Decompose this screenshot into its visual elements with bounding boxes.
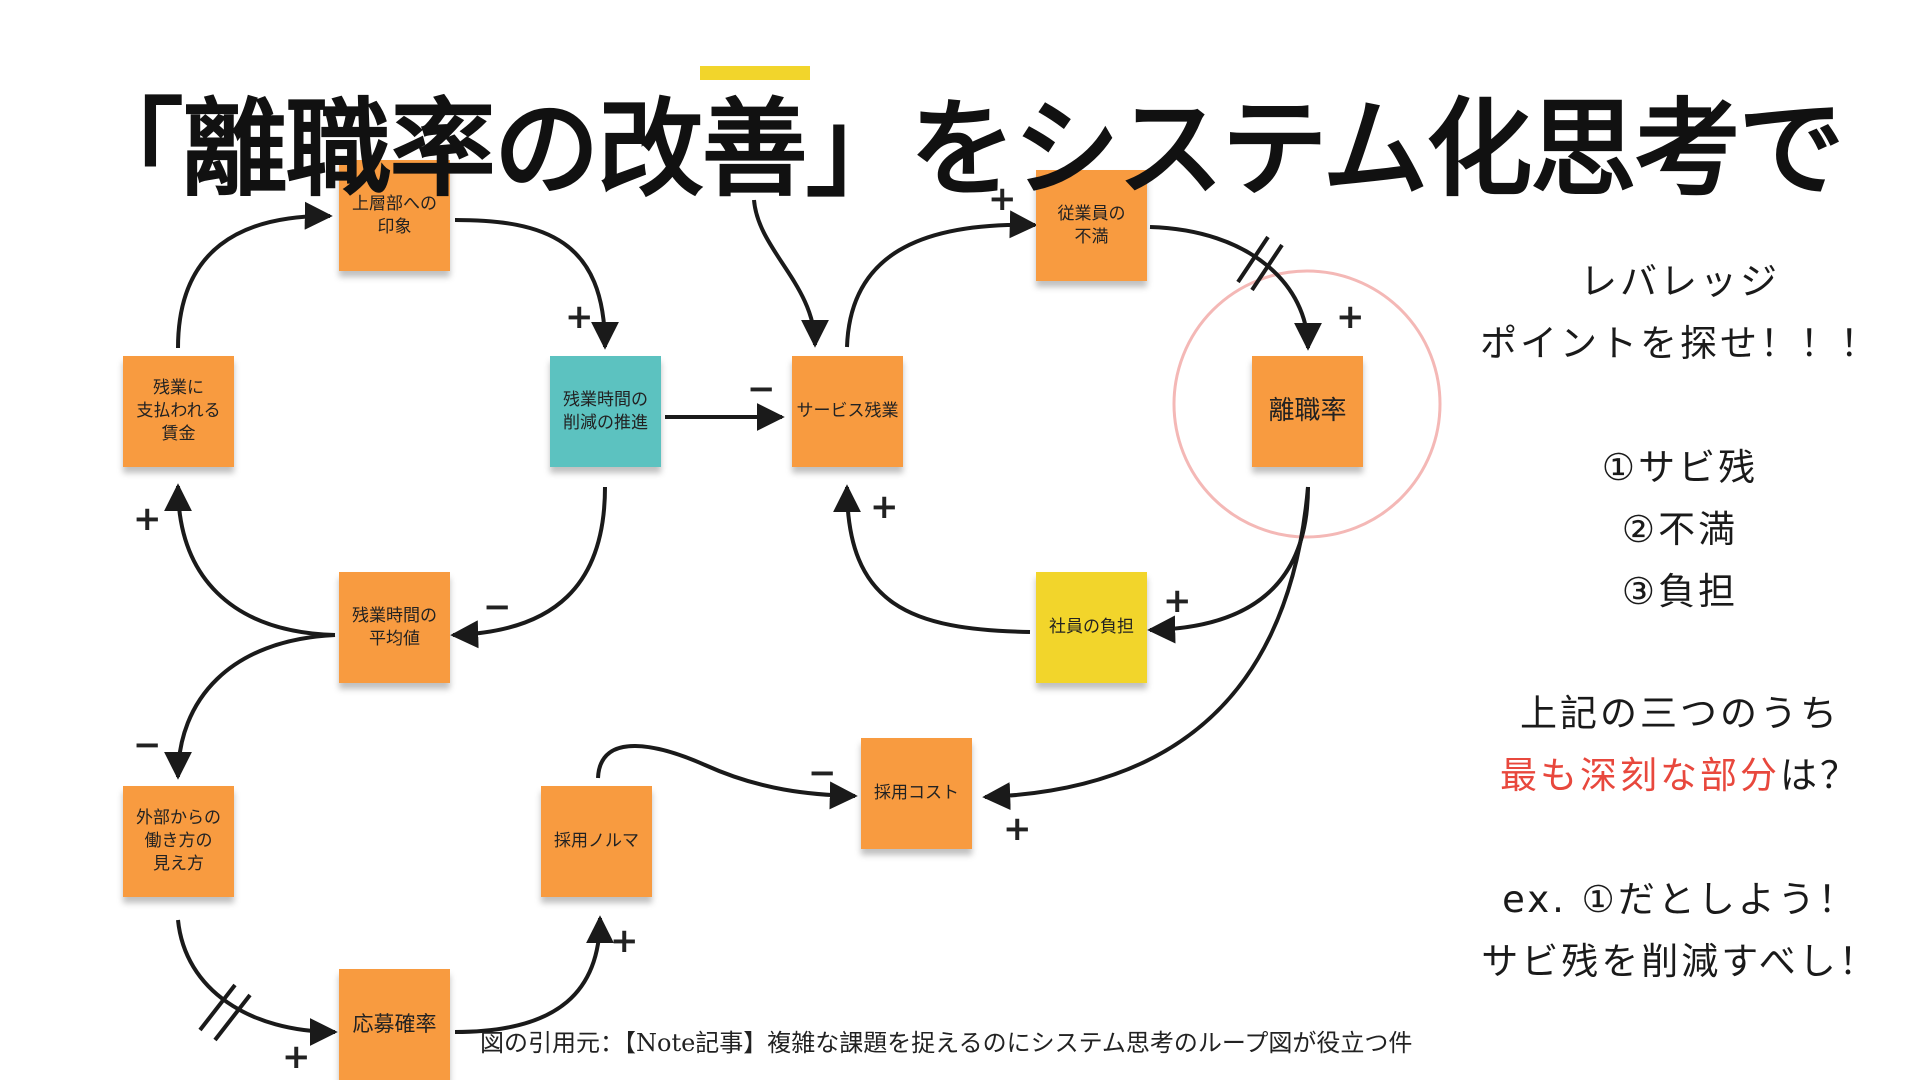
side-question-rest: は？	[1780, 754, 1860, 797]
arrow-burden-to-service	[833, 484, 1031, 634]
polarity-sign: −	[747, 369, 776, 409]
note-upper-impression: 上層部への 印象	[339, 160, 450, 271]
side-text-leverage: レバレッジ	[1580, 260, 1780, 303]
polarity-sign: −	[808, 753, 837, 793]
polarity-sign: +	[565, 297, 594, 337]
arrow-average-to-external	[164, 633, 336, 780]
arrow-quota-to-cost	[596, 744, 858, 810]
arrow-dissatisfaction-to-turnover	[1149, 225, 1322, 351]
note-employee-dissatisfaction: 従業員の 不満	[1036, 170, 1147, 281]
source-caption: 図の引用元：【Note記事】複雑な課題を捉えるのにシステム思考のループ図が役立つ…	[480, 1029, 1413, 1057]
polarity-sign: +	[282, 1037, 311, 1077]
polarity-sign: +	[1336, 297, 1365, 337]
polarity-sign: −	[133, 725, 162, 765]
side-example-2: サビ残を削減すべし！	[1481, 940, 1879, 983]
arrow-application-to-quota	[454, 915, 614, 1034]
polarity-sign: +	[870, 487, 899, 527]
arrow-top-to-service	[752, 199, 829, 348]
note-service-overtime: サービス残業	[792, 356, 903, 467]
side-text-find-point: ポイントを探せ！！！	[1480, 322, 1880, 365]
arrow-impression-to-reduction	[454, 218, 619, 350]
side-item-2: ②不満	[1621, 508, 1739, 551]
leverage-circle	[1172, 269, 1442, 539]
delay-mark-top	[1236, 235, 1284, 292]
arrow-turnover-to-cost	[982, 486, 1310, 811]
arrow-reduction-to-average	[450, 486, 607, 649]
arrow-wage-to-impression	[176, 201, 333, 349]
note-turnover-rate: 離職率	[1252, 356, 1363, 467]
polarity-sign: +	[1003, 809, 1032, 849]
arrow-average-to-wage	[164, 483, 336, 637]
arrow-external-to-application	[176, 919, 338, 1046]
polarity-sign: +	[1163, 581, 1192, 621]
arrow-service-to-dissatisfaction	[845, 210, 1038, 348]
polarity-sign: +	[133, 499, 162, 539]
note-hiring-cost: 採用コスト	[861, 738, 972, 849]
side-item-3: ③負担	[1621, 570, 1739, 613]
delay-mark-bottom	[198, 983, 252, 1042]
polarity-sign: +	[988, 179, 1017, 219]
polarity-sign: +	[610, 921, 639, 961]
side-question-1: 上記の三つのうち	[1520, 692, 1840, 735]
note-external-view: 外部からの 働き方の 見え方	[123, 786, 234, 897]
page-title: 「離職率の改善」をシステム化思考で	[77, 88, 1845, 211]
side-question-2: 最も深刻な部分は？	[1440, 754, 1920, 798]
note-application-rate: 応募確率	[339, 969, 450, 1080]
side-question-highlight: 最も深刻な部分	[1500, 754, 1780, 797]
note-overtime-reduction: 残業時間の 削減の推進	[550, 356, 661, 467]
side-example-1: ex. ①だとしよう！	[1502, 878, 1858, 921]
note-employee-burden: 社員の負担	[1036, 572, 1147, 683]
title-accent-bar	[700, 66, 810, 80]
side-item-1: ①サビ残	[1601, 446, 1759, 489]
note-hiring-quota: 採用ノルマ	[541, 786, 652, 897]
note-overtime-pay: 残業に 支払われる 賃金	[123, 356, 234, 467]
note-average-overtime: 残業時間の 平均値	[339, 572, 450, 683]
polarity-sign: −	[483, 587, 512, 627]
